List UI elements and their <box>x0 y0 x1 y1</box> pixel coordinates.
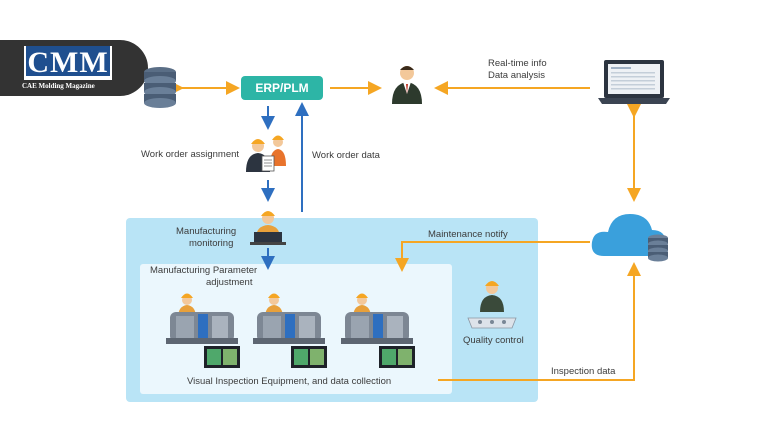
data-analysis-label: Data analysis <box>488 70 546 81</box>
realtime-info-label: Real-time info <box>488 58 547 69</box>
logo-badge: CMM <box>24 46 112 80</box>
quality-control-label: Quality control <box>463 335 524 346</box>
work-order-assignment-label: Work order assignment <box>141 149 240 160</box>
erp-plm-box: ERP/PLM <box>241 76 323 100</box>
manufacturing-monitoring-label-1: Manufacturing <box>176 226 237 237</box>
logo-subtitle: CAE Molding Magazine <box>22 82 95 90</box>
molding-machine-icon <box>166 293 238 344</box>
inspection-monitor-icon <box>204 346 240 368</box>
workers-icon <box>246 135 286 172</box>
logo-title: CMM <box>26 46 110 79</box>
quality-inspector-icon <box>467 281 517 329</box>
cloud-database-icon <box>591 214 668 262</box>
work-order-data-label: Work order data <box>312 150 380 161</box>
molding-machine-icon <box>253 293 325 344</box>
inspection-monitor-icon <box>291 346 327 368</box>
parameter-adjustment-label-2: adjustment <box>206 277 253 288</box>
magazine-logo: CMM CAE Molding Magazine <box>0 40 148 96</box>
laptop-icon <box>598 60 670 104</box>
arrow-inspection-data <box>438 262 641 381</box>
maintenance-notify-label: Maintenance notify <box>428 229 508 240</box>
arrow-maintenance <box>395 241 590 272</box>
inspection-data-label: Inspection data <box>551 366 616 377</box>
visual-inspection-label: Visual Inspection Equipment, and data co… <box>187 376 392 387</box>
operator-desk-icon <box>250 211 286 245</box>
molding-machine-icon <box>341 293 413 344</box>
database-icon <box>144 67 176 108</box>
manager-icon <box>392 66 422 104</box>
parameter-adjustment-label-1: Manufacturing Parameter <box>150 265 258 276</box>
inspection-monitor-icon <box>379 346 415 368</box>
manufacturing-monitoring-label-2: monitoring <box>189 238 234 249</box>
